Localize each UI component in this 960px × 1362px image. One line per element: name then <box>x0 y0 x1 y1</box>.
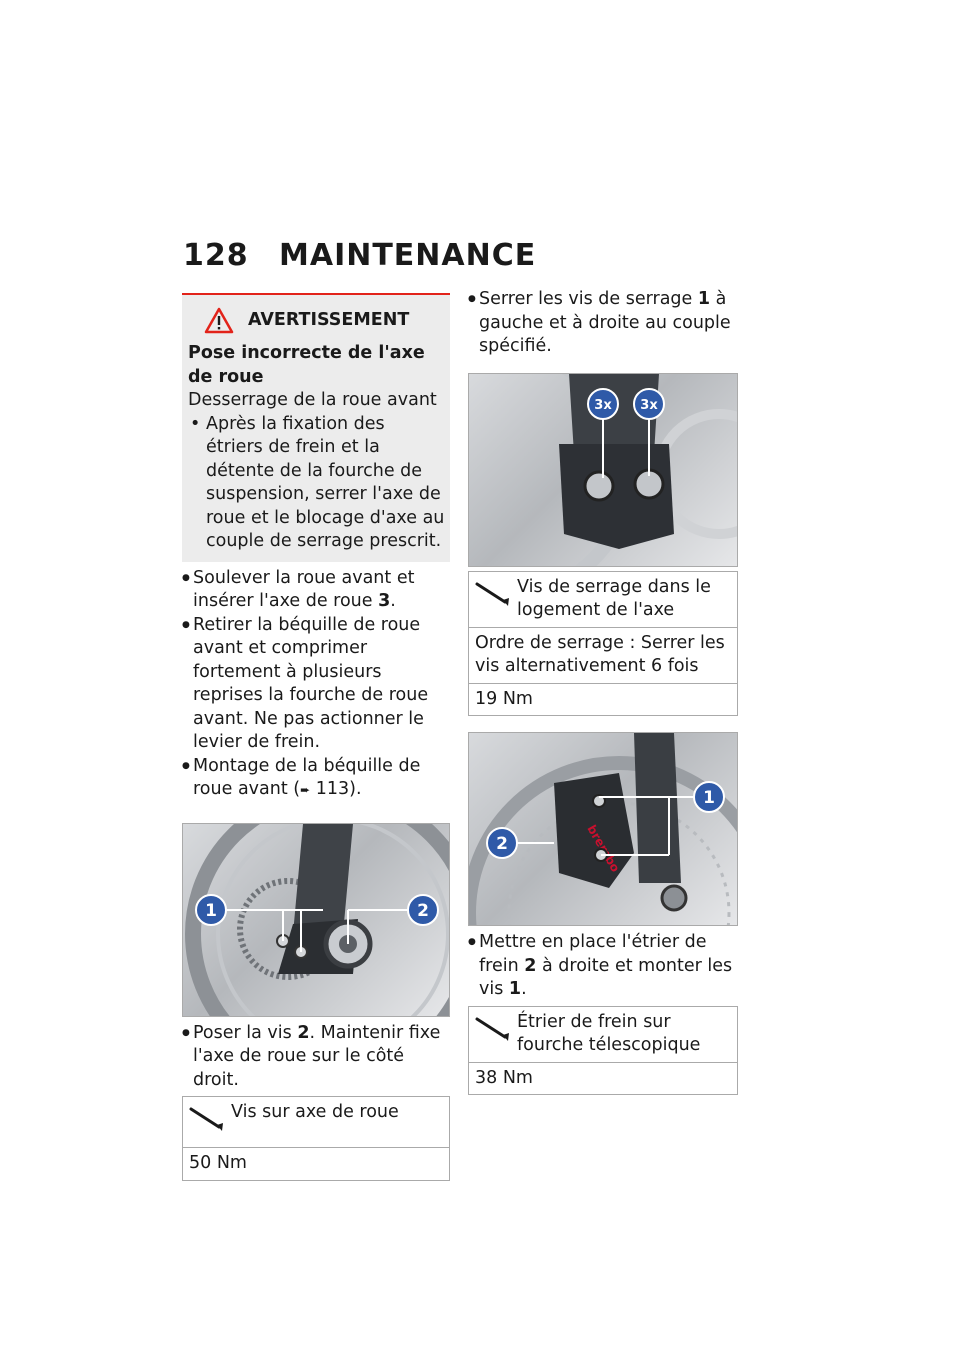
page-reference-arrow-icon[interactable]: ➨ <box>300 783 311 797</box>
page-number: 128 <box>183 238 249 273</box>
spec-header: Vis sur axe de roue <box>183 1097 449 1148</box>
page-header: 128 MAINTENANCE <box>183 238 536 273</box>
spec-order: Ordre de serrage : Serrer les vis altern… <box>469 628 737 684</box>
warning-cause: Desserrage de la roue avant <box>188 390 437 410</box>
callout-1 <box>693 781 725 813</box>
spec-value: 38 Nm <box>475 1067 533 1088</box>
callout-2 <box>486 827 518 859</box>
callout-1 <box>195 893 227 926</box>
left-steps: Soulever la roue avant et insérer l'axe … <box>182 567 450 803</box>
photo-brake-caliper: brembo 1 2 <box>468 732 738 926</box>
callout-2 <box>407 893 439 926</box>
right-steps-2: Mettre en place l'étrier de frein 2 à dr… <box>468 931 738 1002</box>
callout-3x-right <box>633 387 665 420</box>
spec-header: Vis de serrage dans le logement de l'axe <box>469 572 737 628</box>
right-column: Serrer les vis de serrage 1 à gauche et … <box>468 288 738 1095</box>
warning-item: Après la fixation des étriers de frein e… <box>188 413 446 554</box>
callout-2-label: 2 <box>496 834 508 854</box>
callout-3x-left-label: 3x <box>594 398 612 413</box>
page-title: MAINTENANCE <box>279 238 537 273</box>
warning-heading: AVERTISSEMENT <box>248 309 410 330</box>
spec-name: Vis sur axe de roue <box>231 1102 399 1122</box>
warning-list: Après la fixation des étriers de frein e… <box>188 413 446 554</box>
photo-wheel-axle: 1 2 <box>182 822 450 1017</box>
left-steps-2: Poser la vis 2. Maintenir fixe l'axe de … <box>182 1022 450 1093</box>
spec-name: Étrier de frein sur fourche télescopique <box>517 1011 701 1056</box>
page-reference[interactable]: 113 <box>315 779 350 799</box>
warning-header: AVERTISSEMENT <box>188 307 446 334</box>
torque-wrench-icon <box>475 1017 509 1041</box>
spec-value: 50 Nm <box>189 1153 247 1173</box>
step-mount-stand: Montage de la béquille de roue avant (➨ … <box>182 755 450 803</box>
callout-3x-right-label: 3x <box>640 398 658 413</box>
warning-box: AVERTISSEMENT Pose incorrecte de l'axe d… <box>182 293 450 562</box>
callout-1-label: 1 <box>703 788 715 808</box>
spec-header: Étrier de frein sur fourche télescopique <box>469 1007 737 1063</box>
spec-table-clamp-screws: Vis de serrage dans le logement de l'axe… <box>468 570 738 716</box>
callout-1-label: 1 <box>205 901 217 921</box>
spec-table-wheel-axle-screw: Vis sur axe de roue 50 Nm <box>182 1096 450 1181</box>
torque-wrench-icon <box>189 1107 223 1131</box>
warning-triangle-icon <box>204 307 234 334</box>
callout-3x-left <box>587 387 619 420</box>
spec-value: 19 Nm <box>475 688 533 709</box>
step-install-screw: Poser la vis 2. Maintenir fixe l'axe de … <box>182 1022 450 1093</box>
warning-subtitle: Pose incorrecte de l'axe de roue <box>188 343 425 387</box>
step-remove-stand: Retirer la béquille de roue avant et com… <box>182 614 450 755</box>
spec-name: Vis de serrage dans le logement de l'axe <box>517 576 711 621</box>
step-tighten-clamp-screws: Serrer les vis de serrage 1 à gauche et … <box>468 288 738 359</box>
torque-wrench-icon <box>475 582 509 606</box>
callout-2-label: 2 <box>417 901 429 921</box>
step-install-caliper: Mettre en place l'étrier de frein 2 à dr… <box>468 931 738 1002</box>
step-insert-axle: Soulever la roue avant et insérer l'axe … <box>182 567 450 614</box>
spec-table-brake-caliper: Étrier de frein sur fourche télescopique… <box>468 1005 738 1095</box>
right-steps: Serrer les vis de serrage 1 à gauche et … <box>468 288 738 359</box>
photo-clamp-screws: 3x 3x <box>468 372 738 567</box>
left-column: AVERTISSEMENT Pose incorrecte de l'axe d… <box>182 293 450 1181</box>
